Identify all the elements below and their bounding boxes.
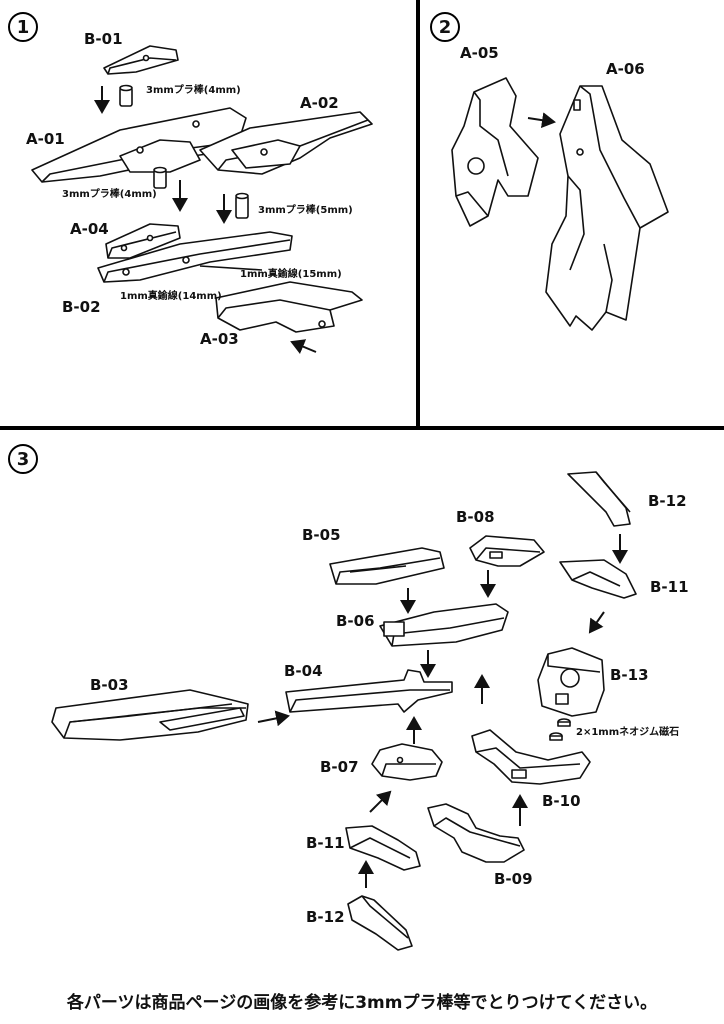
label-b05: B-05	[302, 526, 341, 544]
label-b13: B-13	[610, 666, 649, 684]
part-b02-shape	[97, 231, 293, 283]
part-a02-shape	[199, 111, 373, 175]
part-b03-shape	[51, 689, 249, 741]
magnet-pieces	[549, 718, 571, 741]
label-b09: B-09	[494, 870, 533, 888]
label-a06: A-06	[606, 60, 645, 78]
label-b06: B-06	[336, 612, 375, 630]
label-b07: B-07	[320, 758, 359, 776]
label-b03: B-03	[90, 676, 129, 694]
pla-rod-top	[119, 84, 133, 107]
note-brass-wire-15: 1mm真鍮線(15mm)	[240, 269, 342, 280]
step-2-marker: 2	[430, 12, 460, 42]
step-1-marker: 1	[8, 12, 38, 42]
label-b08: B-08	[456, 508, 495, 526]
label-a01: A-01	[26, 130, 65, 148]
label-a03: A-03	[200, 330, 239, 348]
label-a05: A-05	[460, 44, 499, 62]
part-b07-shape	[371, 743, 443, 781]
label-b11-bottom: B-11	[306, 834, 345, 852]
arrow-b11-to-b13	[588, 611, 605, 634]
part-a03-shape	[215, 281, 363, 333]
label-b11-top: B-11	[650, 578, 689, 596]
pla-rod-left	[153, 166, 167, 189]
part-b09-shape	[427, 803, 525, 863]
part-a05-shape	[451, 77, 539, 227]
part-b11-bottom-shape	[345, 825, 421, 871]
part-b01-shape	[103, 45, 179, 75]
part-b06-shape	[379, 603, 509, 647]
note-magnet: 2×1mmネオジム磁石	[576, 727, 680, 738]
note-brass-wire-14: 1mm真鍮線(14mm)	[120, 291, 222, 302]
part-b12-bottom-shape	[347, 895, 413, 951]
step-3-marker: 3	[8, 444, 38, 474]
panel-divider-horizontal	[0, 426, 724, 430]
label-b04: B-04	[284, 662, 323, 680]
arrow-a03	[290, 339, 317, 354]
label-b12-top: B-12	[648, 492, 687, 510]
arrow-b11-up	[369, 790, 392, 813]
arrow-a05-to-a06	[527, 112, 556, 129]
pla-rod-right	[235, 192, 249, 219]
note-pla-rod-top: 3mmプラ棒(4mm)	[146, 85, 241, 96]
part-b11-top-shape	[559, 559, 637, 599]
part-b04-shape	[285, 669, 453, 713]
part-b12-top-shape	[567, 471, 631, 527]
part-b10-shape	[471, 729, 591, 785]
note-pla-rod-right: 3mmプラ棒(5mm)	[258, 205, 353, 216]
label-a02: A-02	[300, 94, 339, 112]
label-b12-bottom: B-12	[306, 908, 345, 926]
part-a04-shape	[105, 223, 181, 259]
label-b01: B-01	[84, 30, 123, 48]
note-pla-rod-left: 3mmプラ棒(4mm)	[62, 189, 157, 200]
label-b10: B-10	[542, 792, 581, 810]
part-b13-shape	[537, 647, 605, 717]
part-b05-shape	[329, 547, 445, 585]
part-b08-shape	[469, 535, 545, 567]
panel-divider-vertical	[416, 0, 420, 428]
arrow-b03-to-b04	[257, 710, 290, 727]
label-a04: A-04	[70, 220, 109, 238]
footer-instruction: 各パーツは商品ページの画像を参考に3mmプラ棒等でとりつけてください。	[66, 993, 658, 1013]
label-b02: B-02	[62, 298, 101, 316]
part-a06-shape	[545, 85, 669, 331]
